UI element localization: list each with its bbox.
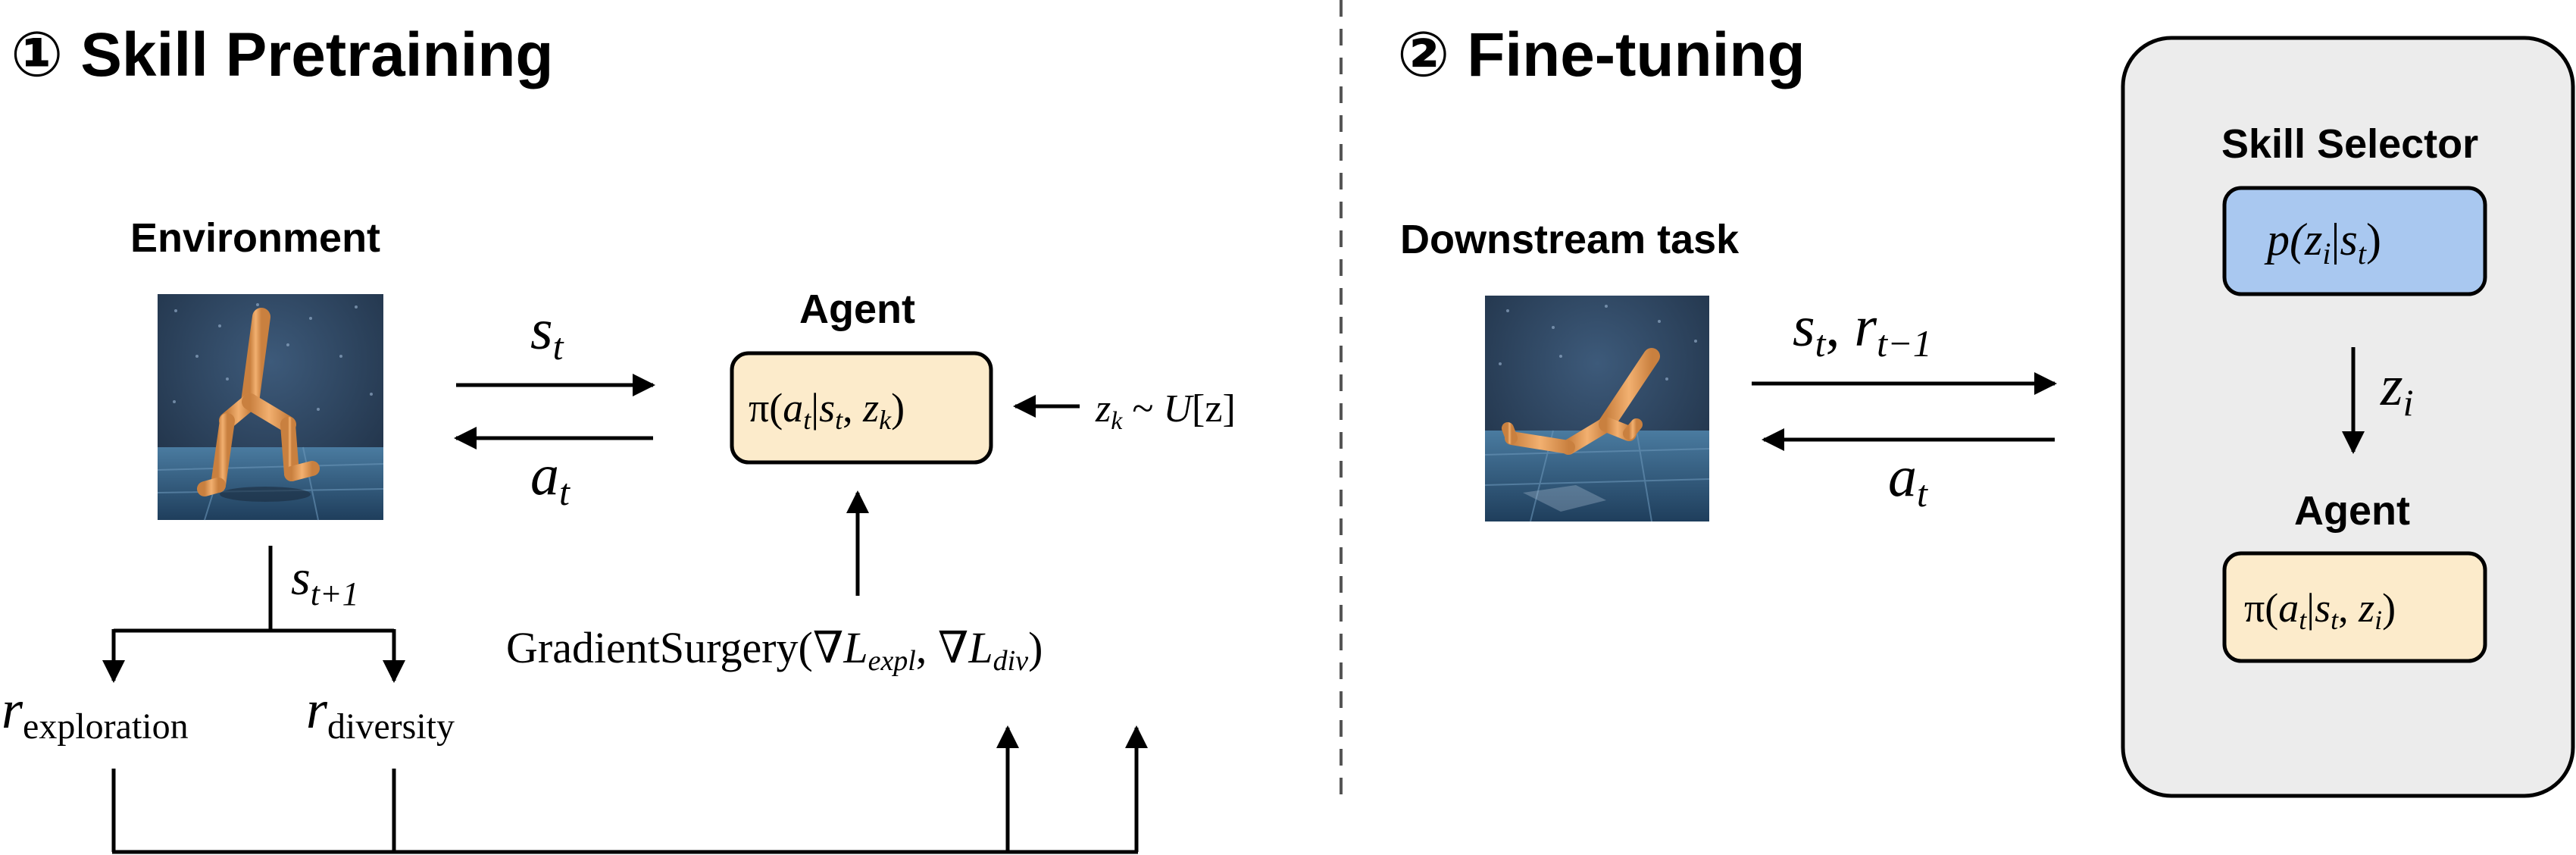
agent-policy-formula: π(at|st, zk) [749, 385, 905, 435]
action-label: at [530, 443, 571, 513]
pretraining-title: ① Skill Pretraining [11, 20, 554, 89]
skill-selector-label: Skill Selector [2221, 121, 2478, 167]
downstream-task-image [1484, 296, 1710, 522]
state-reward-label: st, rt−1 [1793, 295, 1932, 365]
finetune-action-label: at [1888, 445, 1928, 515]
skill-prior-label: zk ~ U[z] [1095, 387, 1236, 435]
diversity-reward-label: rdiversity [306, 679, 455, 747]
pretraining-section: ① Skill Pretraining Environment [2, 20, 1236, 854]
state-label: st [530, 298, 564, 368]
skill-arrow-label: zi [2380, 354, 2413, 424]
agent-label: Agent [799, 287, 915, 332]
finetuning-title: ② Fine-tuning [1397, 20, 1805, 89]
exploration-reward-label: rexploration [2, 679, 189, 747]
environment-image [157, 294, 384, 521]
agent-policy-box [730, 351, 993, 465]
environment-label: Environment [130, 215, 380, 261]
skill-selector-box [2222, 186, 2487, 296]
finetuning-section: ② Fine-tuning Downstream task st [1397, 20, 2575, 798]
finetune-agent-label: Agent [2294, 488, 2410, 534]
gradient-surgery-label: GradientSurgery(∇Lexpl, ∇Ldiv) [506, 623, 1043, 677]
finetune-agent-policy-formula: π(at|st, zi) [2244, 585, 2396, 635]
downstream-task-label: Downstream task [1400, 217, 1740, 262]
next-state-label: st+1 [291, 550, 359, 612]
finetune-agent-policy-box [2222, 551, 2487, 663]
skill-selector-formula: p(zi|st) [2264, 215, 2381, 271]
